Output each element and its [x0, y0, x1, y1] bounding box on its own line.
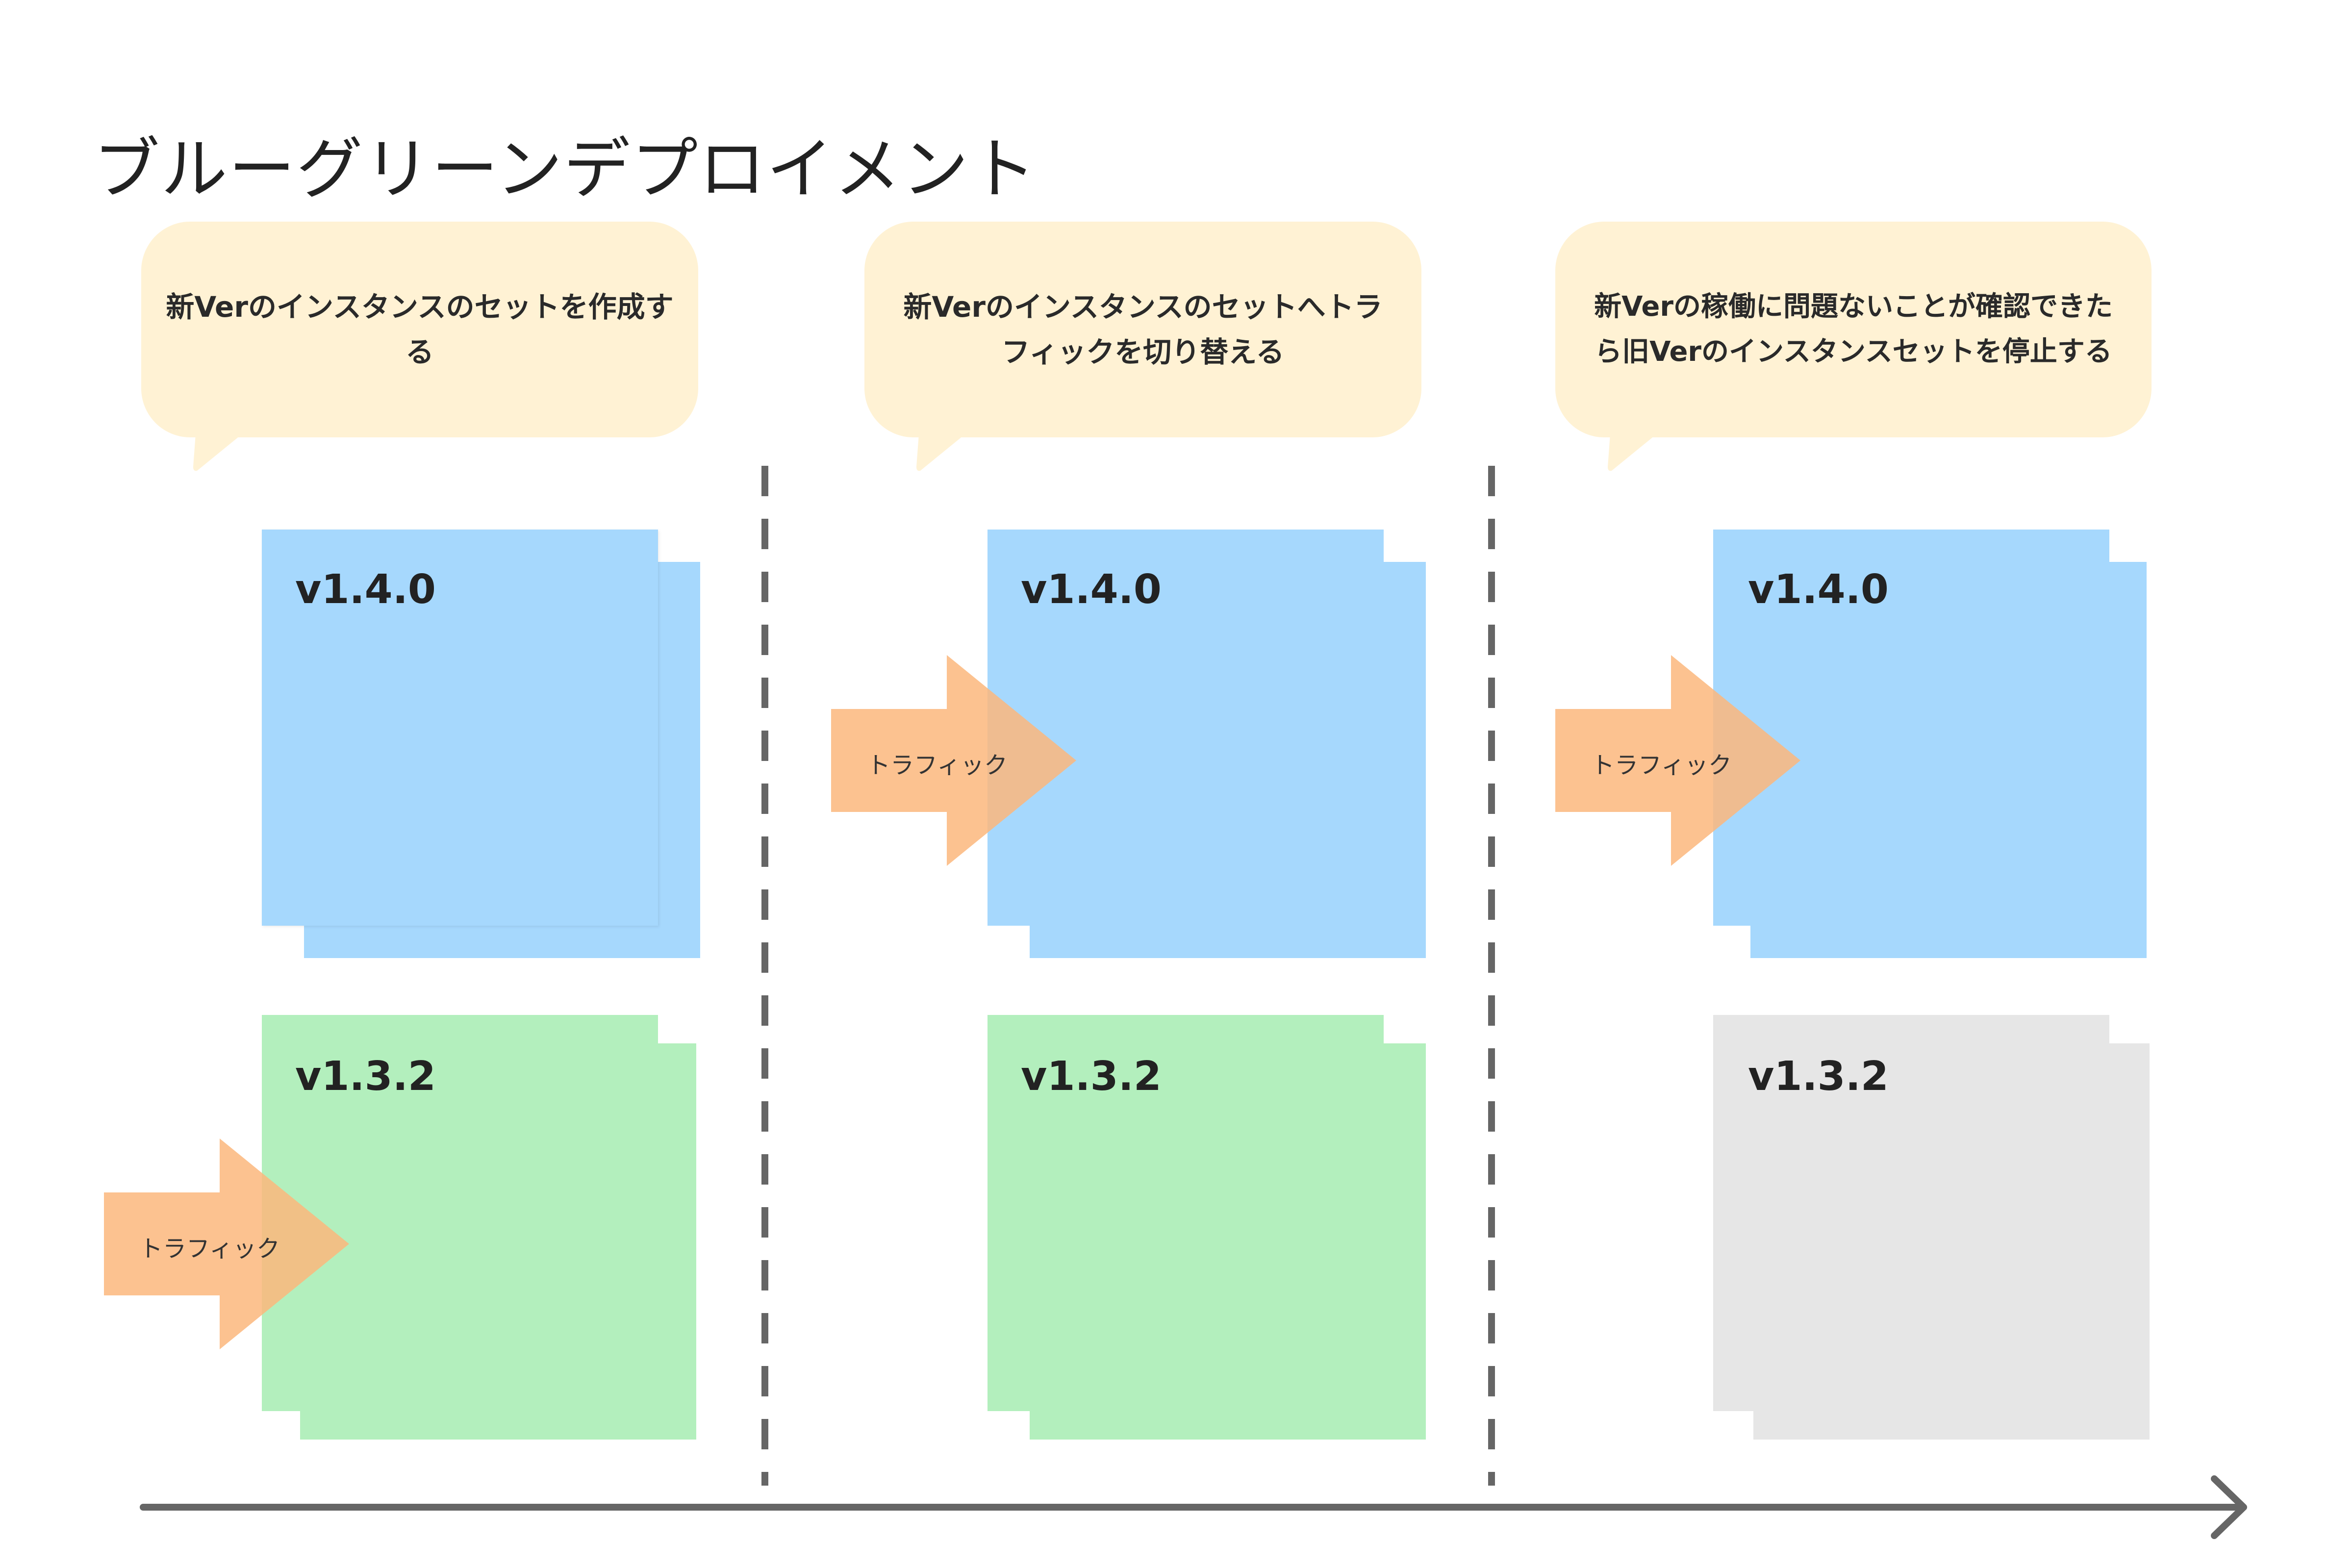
step-3-lower-label: v1.3.2 [1748, 1053, 1889, 1100]
step-1-lower-label: v1.3.2 [295, 1053, 436, 1100]
step-3-bubble-line-2: ら旧Verのインスタンスセットを停止する [1595, 336, 2112, 368]
step-1-traffic-arrow [104, 1138, 349, 1349]
timeline-arrow [140, 1475, 2247, 1539]
step-3-bubble: 新Verの稼働に問題ないことが確認できた ら旧Verのインスタンスセットを停止す… [1555, 222, 2152, 437]
step-3-traffic-arrow [1555, 655, 1800, 866]
step-1-blue-stack [262, 530, 700, 958]
step-1-lower-stack [262, 1015, 696, 1440]
step-1-bubble-tail [193, 428, 250, 471]
step-1-bubble-line-1: 新Verのインスタンスのセットを作成す [166, 290, 674, 324]
step-3-blue-stack [1713, 530, 2147, 958]
step-1-bubble: 新Verのインスタンスのセットを作成す る [141, 222, 698, 437]
step-3-lower-front-card [1713, 1015, 2109, 1411]
step-2-lower-stack [987, 1015, 1426, 1440]
step-2-bubble: 新Verのインスタンスのセットへトラ フィックを切り替える [864, 222, 1421, 437]
step-2-traffic-label: トラフィック [867, 752, 1008, 779]
step-2-bubble-tail [916, 428, 973, 471]
step-2-blue-front-card [987, 530, 1384, 926]
diagram-title: ブルーグリーンデプロイメント [93, 131, 1038, 208]
step-3-bubble-line-1: 新Verの稼働に問題ないことが確認できた [1594, 291, 2113, 323]
step-2-lower-label: v1.3.2 [1021, 1053, 1162, 1100]
step-2-lower-front-card [987, 1015, 1384, 1411]
step-2-bubble-line-2: フィックを切り替える [1001, 335, 1285, 369]
step-1-blue-front-card [262, 530, 658, 926]
step-3-traffic-label: トラフィック [1591, 752, 1732, 779]
step-2-bubble-line-1: 新Verのインスタンスのセットへトラ [903, 290, 1383, 324]
step-3-lower-stack [1713, 1015, 2150, 1440]
step-3-bubble-tail [1608, 428, 1665, 471]
step-1-lower-front-card [262, 1015, 658, 1411]
step-1-bubble-line-2: る [405, 335, 434, 369]
step-2-traffic-arrow [831, 655, 1076, 866]
step-1-traffic-label: トラフィック [139, 1235, 280, 1263]
step-2-blue-label: v1.4.0 [1021, 566, 1162, 613]
step-3-blue-front-card [1713, 530, 2109, 926]
divider-1 [761, 466, 768, 1486]
step-3-blue-label: v1.4.0 [1748, 566, 1889, 613]
step-2-blue-stack [987, 530, 1426, 958]
step-1-blue-label: v1.4.0 [295, 566, 436, 613]
divider-2 [1488, 466, 1495, 1486]
